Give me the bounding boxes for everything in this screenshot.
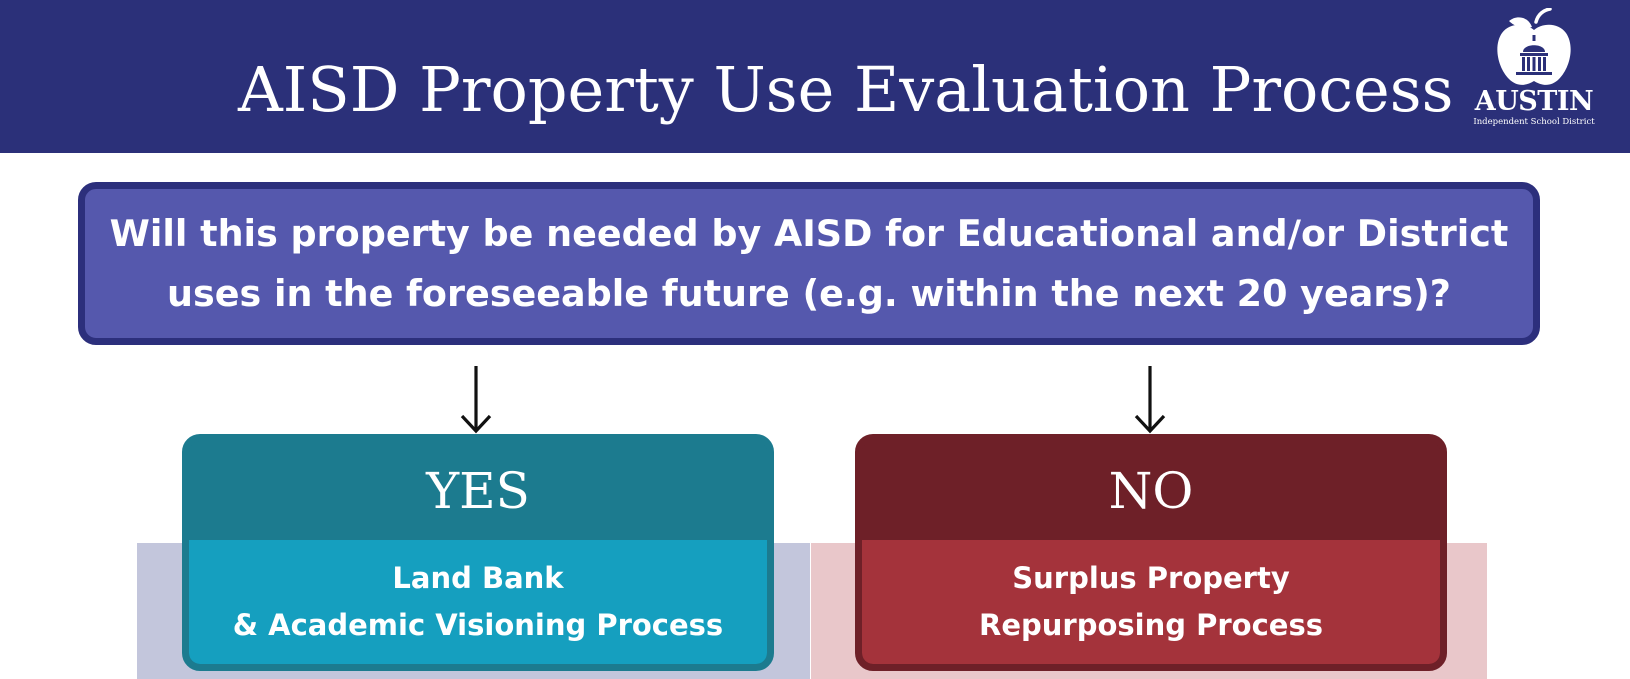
header-banner: AISD Property Use Evaluation Process AUS…: [0, 0, 1630, 153]
logo-wordmark: AUSTIN: [1474, 86, 1594, 117]
yes-process-line1: Land Bank: [392, 561, 564, 595]
question-text: Will this property be needed by AISD for…: [109, 211, 1509, 315]
yes-process-box: Land Bank & Academic Visioning Process: [189, 540, 767, 664]
page-title: AISD Property Use Evaluation Process: [238, 53, 1454, 126]
logo-subtitle: Independent School District: [1473, 117, 1595, 127]
no-process-box: Surplus Property Repurposing Process: [862, 540, 1440, 664]
apple-capitol-icon: [1497, 8, 1571, 85]
down-arrow-icon: [1134, 366, 1166, 434]
no-process-line1: Surplus Property: [1012, 561, 1290, 595]
no-process-line2: Repurposing Process: [979, 608, 1323, 642]
down-arrow-icon: [460, 366, 492, 434]
no-branch-card: NO Surplus Property Repurposing Process: [855, 434, 1447, 671]
no-label: NO: [1108, 461, 1194, 520]
austin-isd-logo: AUSTIN Independent School District: [1460, 8, 1608, 133]
yes-label: YES: [426, 461, 530, 520]
yes-branch-card: YES Land Bank & Academic Visioning Proce…: [182, 434, 774, 671]
question-box: Will this property be needed by AISD for…: [78, 182, 1540, 345]
yes-process-line2: & Academic Visioning Process: [232, 608, 724, 642]
